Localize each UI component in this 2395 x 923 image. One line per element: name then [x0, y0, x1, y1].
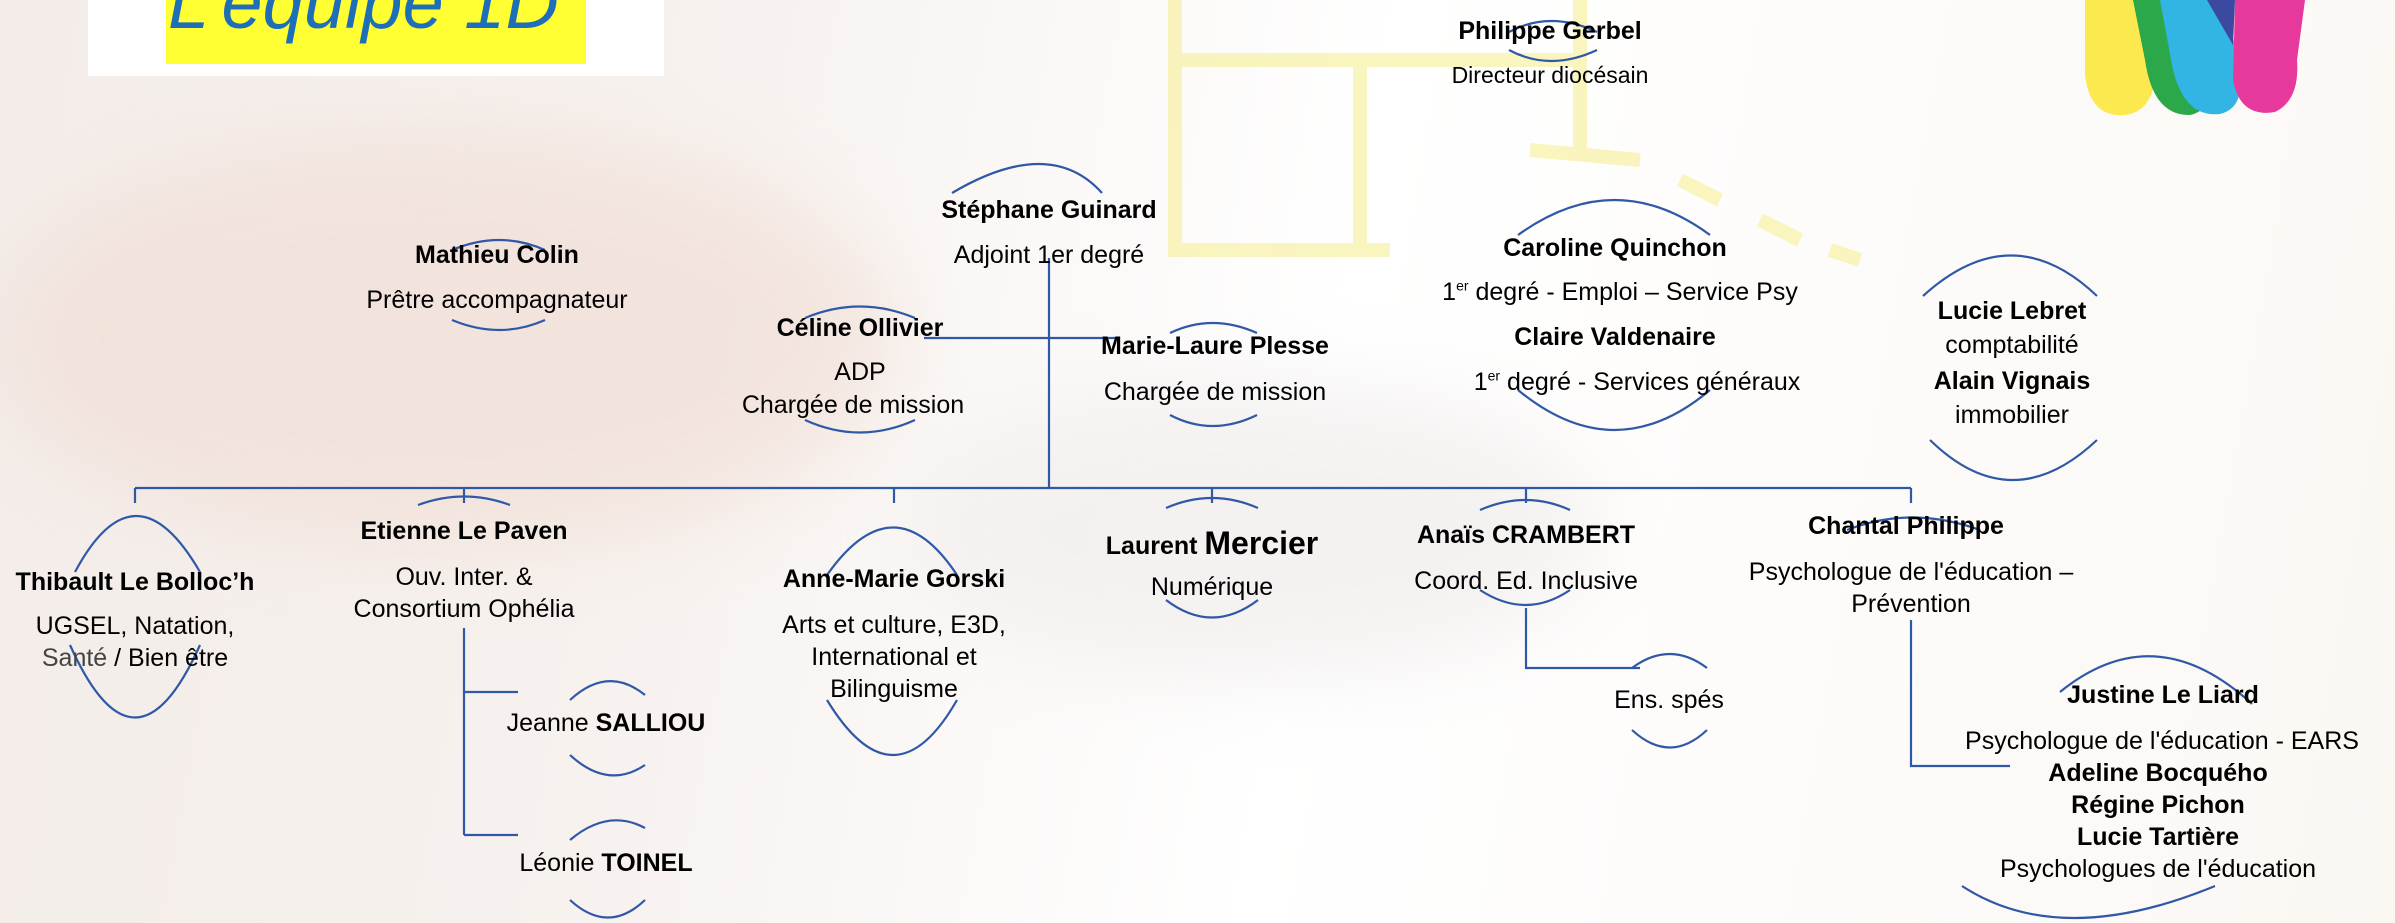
brand-logo	[2085, 0, 2305, 116]
background-sketch	[1168, 0, 1863, 267]
etienne-role-2: Consortium Ophélia	[353, 595, 575, 623]
anne-marie-role-1: Arts et culture, E3D,	[782, 611, 1006, 639]
anne-marie-role-2: International et	[811, 643, 977, 671]
director-role: Directeur diocésain	[1451, 62, 1649, 88]
justine-name: Justine Le Liard	[2067, 681, 2259, 709]
adjoint-name: Stéphane Guinard	[941, 196, 1157, 224]
laurent-name: Laurent Mercier	[1105, 525, 1319, 561]
laurent-role: Numérique	[1150, 573, 1274, 601]
ens-spes: Ens. spés	[1614, 686, 1724, 714]
chantal-role-1: Psychologue de l'éducation –	[1748, 558, 2074, 586]
lucie-tartiere-name: Lucie Tartière	[2076, 823, 2240, 851]
jeanne-salliou: Jeanne SALLIOU	[506, 709, 706, 737]
thibault-name: Thibault Le Bolloc’h	[15, 568, 255, 596]
director-name: Philippe Gerbel	[1458, 17, 1642, 45]
anne-marie-role-3: Bilinguisme	[830, 675, 958, 703]
chantal-role-2: Prévention	[1851, 590, 1971, 618]
title-box: L’équipe 1D	[88, 0, 664, 76]
page-title: L’équipe 1D	[168, 0, 559, 44]
anne-marie-name: Anne-Marie Gorski	[782, 565, 1006, 593]
chantal-name: Chantal Philippe	[1808, 512, 2004, 540]
claire-role: 1er degré - Services généraux	[1473, 367, 1801, 396]
lucie-lebret-role: comptabilité	[1945, 331, 2079, 359]
thibault-role-2: Santé / Bien être	[41, 644, 229, 672]
alain-vignais-name: Alain Vignais	[1933, 367, 2091, 395]
etienne-name: Etienne Le Paven	[360, 517, 568, 545]
marie-laure-name: Marie-Laure Plesse	[1101, 332, 1329, 360]
justine-role: Psychologue de l'éducation - EARS	[1965, 727, 2359, 755]
alain-vignais-role: immobilier	[1955, 401, 2069, 429]
background-paper	[900, 380, 1600, 680]
thibault-role-1: UGSEL, Natation,	[35, 612, 235, 640]
anais-role: Coord. Ed. Inclusive	[1414, 567, 1638, 595]
celine-name: Céline Ollivier	[776, 314, 944, 342]
celine-role-1: ADP	[834, 358, 886, 386]
background-hand	[0, 130, 900, 550]
adjoint-role: Adjoint 1er degré	[953, 241, 1145, 269]
regine-pichon-name: Régine Pichon	[2071, 791, 2245, 819]
title-highlight	[166, 0, 586, 64]
caroline-name: Caroline Quinchon	[1503, 234, 1727, 262]
etienne-role-1: Ouv. Inter. &	[395, 563, 533, 591]
caroline-role: 1er degré - Emploi – Service Psy	[1442, 277, 1798, 306]
pretre-name: Mathieu Colin	[415, 241, 579, 269]
celine-role-2: Chargée de mission	[741, 391, 965, 419]
lucie-lebret-name: Lucie Lebret	[1937, 297, 2087, 325]
leonie-toinel: Léonie TOINEL	[519, 849, 693, 877]
marie-laure-role: Chargée de mission	[1103, 378, 1327, 406]
claire-name: Claire Valdenaire	[1514, 323, 1716, 351]
anais-name: Anaïs CRAMBERT	[1416, 521, 1636, 549]
pretre-role: Prêtre accompagnateur	[366, 286, 628, 314]
adeline-bocquého-name: Adeline Bocquého	[2048, 759, 2268, 787]
psychologues-role: Psychologues de l'éducation	[1999, 855, 2317, 883]
